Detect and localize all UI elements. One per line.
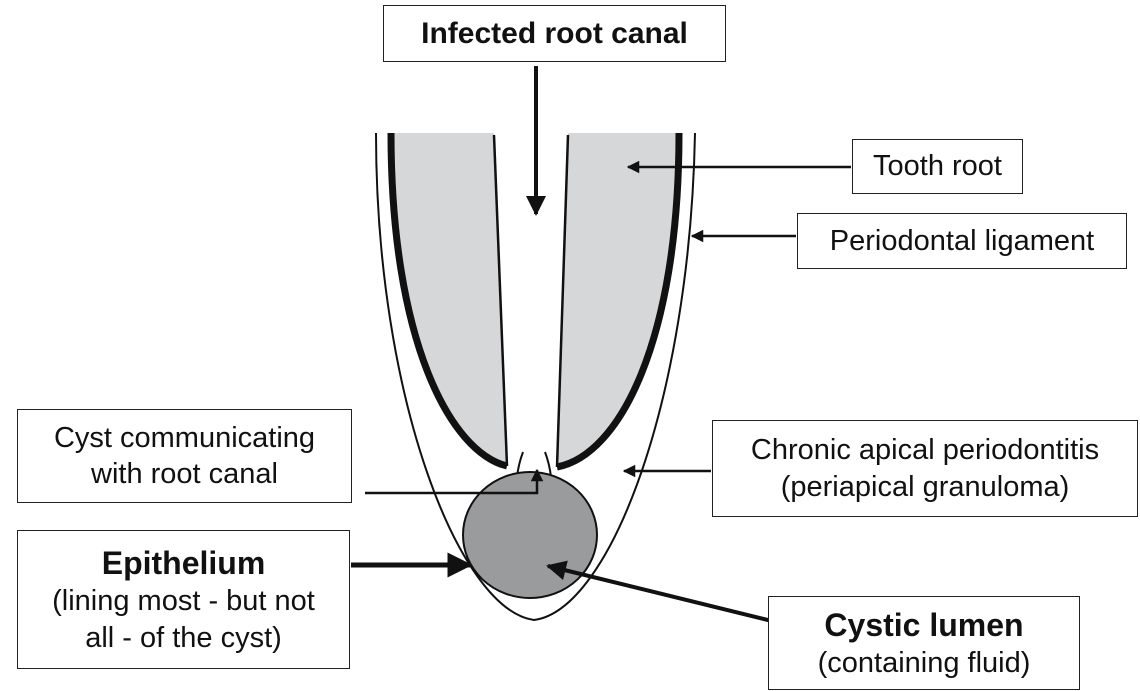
label-chronic-apical-periodontitis: Chronic apical periodontitis (periapical… [712, 420, 1138, 517]
label-cystic-lumen: Cystic lumen (containing fluid) [768, 596, 1080, 690]
label-infected-root-canal: Infected root canal [383, 5, 726, 62]
label-periodontal-ligament: Periodontal ligament [797, 213, 1127, 269]
cyst [463, 472, 597, 598]
label-epithelium-title: Epithelium [102, 543, 266, 583]
label-tooth-root: Tooth root [852, 139, 1023, 194]
label-epithelium-line2: all - of the cyst) [85, 620, 282, 656]
label-epithelium-line1: (lining most - but not [52, 583, 315, 619]
label-epithelium: Epithelium (lining most - but not all - … [17, 530, 350, 669]
arrow-cystic-lumen [548, 566, 776, 622]
label-cyst-communicating: Cyst communicating with root canal [17, 409, 352, 503]
label-cyst-communicating-line1: Cyst communicating [54, 420, 315, 456]
label-cystic-lumen-title: Cystic lumen [824, 605, 1023, 645]
label-cystic-lumen-line1: (containing fluid) [818, 645, 1031, 681]
label-cyst-communicating-line2: with root canal [91, 456, 278, 492]
label-chronic-line2: (periapical granuloma) [781, 469, 1070, 505]
label-infected-root-canal-text: Infected root canal [421, 15, 688, 53]
label-tooth-root-text: Tooth root [873, 148, 1002, 184]
label-chronic-line1: Chronic apical periodontitis [751, 432, 1099, 468]
label-periodontal-ligament-text: Periodontal ligament [830, 223, 1094, 259]
